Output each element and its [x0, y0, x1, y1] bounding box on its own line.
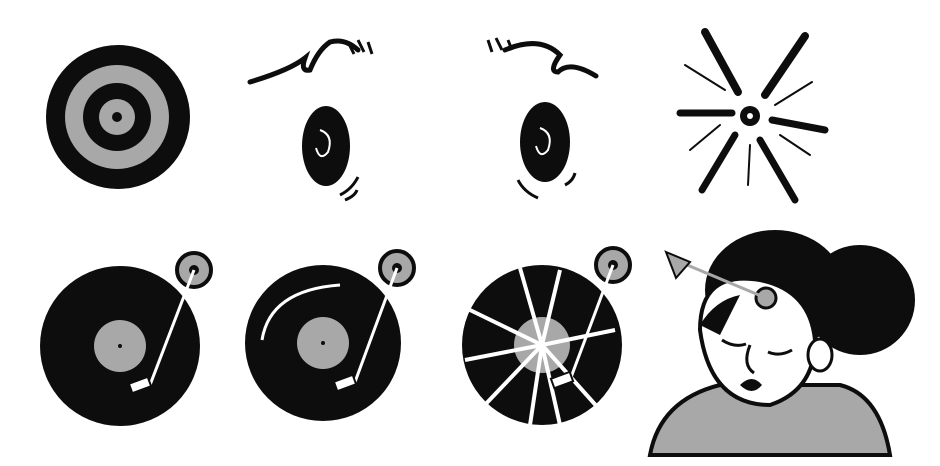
burst-icon — [676, 28, 829, 204]
record-player-broken-icon — [462, 246, 632, 426]
right-eye-icon — [486, 37, 599, 200]
woman-with-arrow-icon — [647, 230, 915, 457]
record-player-scratched-icon — [245, 249, 416, 421]
target-icon — [46, 45, 190, 189]
record-player-icon — [40, 251, 213, 426]
left-eye-icon — [247, 38, 374, 202]
